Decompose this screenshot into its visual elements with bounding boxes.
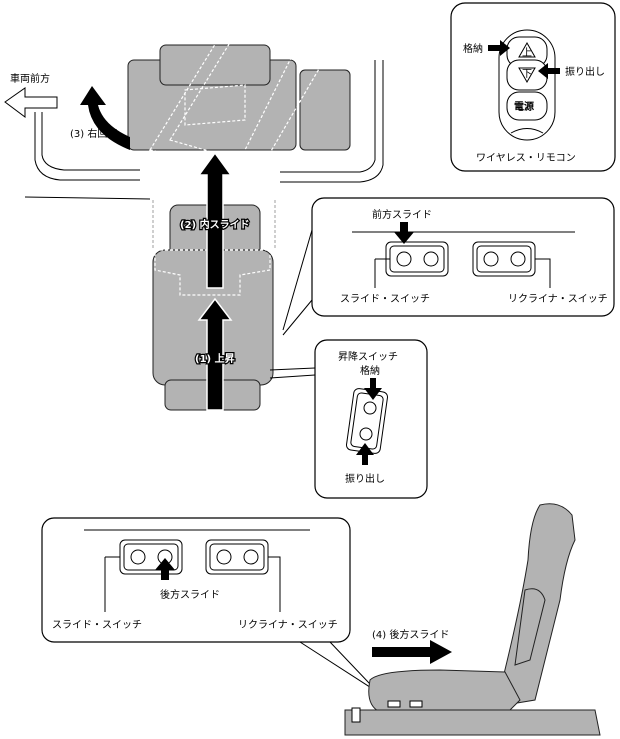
- rear-slide-switch-label: スライド・スイッチ: [52, 619, 142, 631]
- seat-side-view: [344, 503, 601, 736]
- arrow-rotate-right: [80, 86, 130, 150]
- lift-switch-title: 昇降スイッチ: [338, 350, 398, 363]
- arrow-lift: [197, 297, 233, 411]
- arrow-rear-slide: [372, 640, 452, 664]
- arrow-vehicle-front: [4, 87, 58, 118]
- front-recliner-switch-label: リクライナ・スイッチ: [508, 293, 608, 305]
- label-vehicle-front: 車両前方: [10, 72, 50, 85]
- forward-slide-label: 前方スライド: [372, 208, 432, 221]
- remote-up-glyph: 上: [522, 47, 532, 59]
- label-step3: (3) 右回転: [70, 127, 117, 140]
- remote-deploy-label: 振り出し: [565, 65, 605, 78]
- rear-recliner-switch-label: リクライナ・スイッチ: [238, 619, 338, 631]
- seat-rotated-top-view: [127, 9, 351, 171]
- remote-caption: ワイヤレス・リモコン: [476, 153, 576, 164]
- arrow-inner-slide: [197, 151, 233, 289]
- rear-slide-label: 後方スライド: [160, 588, 220, 601]
- label-step4: (4) 後方スライド: [372, 628, 449, 641]
- lift-switch-callout: 昇降スイッチ 格納 振り出し: [269, 339, 428, 499]
- vehicle-floor-lines: [24, 60, 384, 200]
- lift-stow-label: 格納: [360, 364, 380, 377]
- remote-down-glyph: 下: [522, 69, 532, 80]
- label-step1: (1) 上昇: [195, 352, 235, 365]
- lift-deploy-label: 振り出し: [345, 472, 385, 485]
- label-step2: (2) 内スライド: [180, 218, 250, 231]
- front-slide-switch-label: スライド・スイッチ: [340, 293, 430, 305]
- front-switch-callout: 前方スライド スライド・スイッチ リクライナ・スイッチ: [282, 197, 615, 336]
- remote-stow-label: 格納: [463, 42, 483, 55]
- remote-callout: 上 下 電源 格納 振り出し ワイヤレス・リモコン: [450, 2, 616, 172]
- remote-power-button: 電源: [514, 100, 534, 113]
- rear-switch-callout: 後方スライド スライド・スイッチ リクライナ・スイッチ: [41, 517, 391, 706]
